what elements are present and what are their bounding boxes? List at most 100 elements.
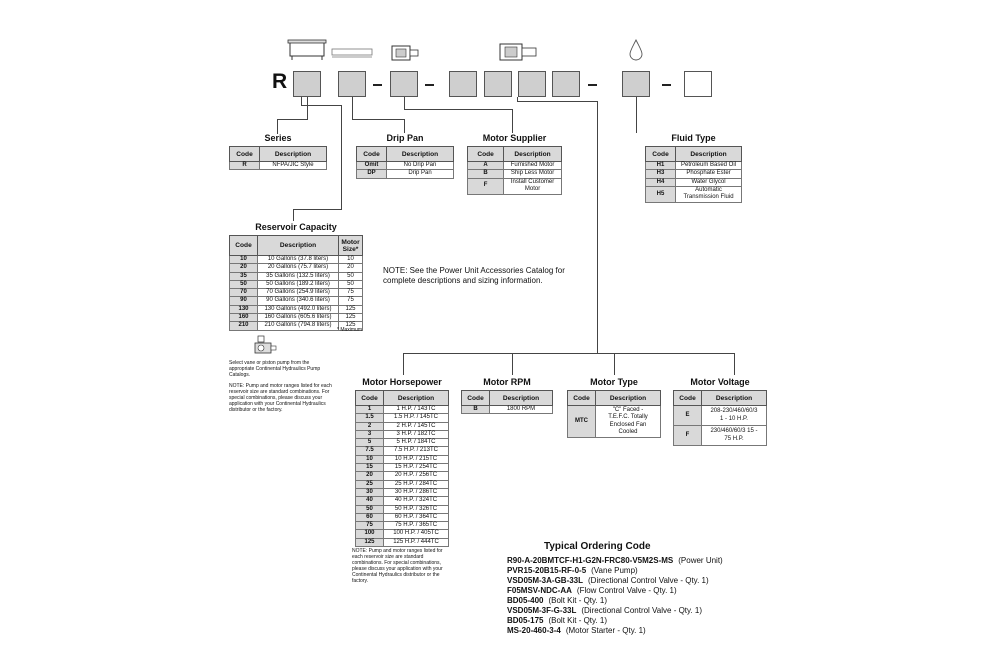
connector-line	[517, 97, 518, 101]
column-header: Code	[567, 390, 596, 406]
code-cell: Omit	[356, 160, 387, 171]
description-cell: 130 Gallons (492.0 liters)	[257, 304, 339, 315]
description-cell: Water Glycol	[675, 177, 742, 187]
code-box-motor-hp	[449, 71, 477, 97]
description-cell: Furnished Motor	[503, 160, 562, 171]
table-row: F 230/460/60/3 15 - 75 H.P.	[673, 425, 767, 446]
code-cell: 40	[355, 496, 384, 506]
code-cell: 1.5	[355, 413, 384, 423]
code-cell: 5	[355, 438, 384, 448]
ordering-code-line: R90-A-20BMTCF-H1-G2N-FRC80-V5M2S-MS(Powe…	[507, 556, 723, 566]
table-row: B Ship Less Motor	[466, 169, 562, 179]
code-cell: R	[229, 160, 260, 171]
motor-size-cell: 10	[338, 254, 363, 265]
motor-size-cell: 125	[338, 313, 363, 323]
description-cell: 2 H.P. / 145TC	[383, 421, 449, 431]
column-header: Code	[229, 146, 260, 162]
description-cell: 210 Gallons (794.8 liters)	[257, 321, 339, 331]
description-cell: NFPA/JIC Style	[259, 160, 327, 171]
table-row: R NFPA/JIC Style	[229, 160, 327, 171]
code-cell: 2	[355, 421, 384, 431]
connector-line	[597, 101, 598, 353]
code-cell: H3	[645, 169, 676, 179]
description-cell: 125 H.P. / 444TC	[383, 537, 449, 548]
column-header: Description	[503, 146, 562, 162]
description-cell: 1800 RPM	[489, 404, 553, 415]
separator-dash	[588, 84, 597, 86]
motor-size-cell: 50	[338, 271, 363, 281]
ordering-code: PVR15-20B15-RF-0-5	[507, 566, 587, 575]
description-cell: 25 H.P. / 284TC	[383, 479, 449, 489]
connector-line	[277, 119, 308, 120]
table-row: A Furnished Motor	[466, 160, 562, 171]
column-header: Code	[673, 390, 702, 406]
code-cell: 50	[355, 504, 384, 514]
connector-line	[403, 353, 404, 375]
motor-size-cell: 75	[338, 296, 363, 306]
column-header: Description	[595, 390, 661, 406]
description-cell: 230/460/60/3 15 - 75 H.P.	[701, 425, 767, 446]
code-cell: B	[466, 169, 505, 179]
description-cell: 160 Gallons (605.6 liters)	[257, 313, 339, 323]
description-cell: 75 H.P. / 365TC	[383, 521, 449, 531]
description-cell: 60 H.P. / 364TC	[383, 512, 449, 523]
code-cell: 50	[229, 279, 258, 290]
description-cell: 10 H.P. / 215TC	[383, 454, 449, 465]
connector-line	[512, 353, 513, 375]
column-header: Description	[383, 390, 449, 406]
ordering-code: VSD05M-3A-GB-33L	[507, 576, 584, 585]
connector-line	[404, 119, 405, 133]
accessories-note: NOTE: See the Power Unit Accessories Cat…	[383, 266, 565, 285]
column-header: Code	[229, 235, 258, 256]
ordering-code: VSD05M-3F-G-33L	[507, 606, 577, 615]
description-cell: 100 H.P. / 405TC	[383, 529, 449, 539]
table-row: H4 Water Glycol	[645, 177, 742, 187]
section-title-motor-type: Motor Type	[590, 377, 638, 387]
ordering-code-description: (Vane Pump)	[591, 566, 638, 575]
motor-size-cell: 20	[338, 263, 363, 273]
connector-line	[293, 209, 294, 221]
drip-pan-table: Code Description Omit No Drip Pan DP Dri…	[356, 146, 454, 179]
motor-size-cell: 125	[338, 321, 363, 331]
column-header: Code	[466, 146, 505, 162]
column-header: Description	[701, 390, 767, 406]
ordering-code-description: (Bolt Kit - Qty. 1)	[548, 596, 607, 605]
table-row: E 208-230/460/60/3 1 - 10 H.P.	[673, 405, 767, 426]
motor-hp-note: NOTE: Pump and motor ranges listed for e…	[352, 548, 443, 584]
table-row: MTC "C" Faced - T.E.F.C. Totally Enclose…	[567, 404, 661, 439]
description-cell: 50 H.P. / 326TC	[383, 504, 449, 514]
description-cell: 1.5 H.P. / 145TC	[383, 413, 449, 423]
section-title-series: Series	[264, 133, 292, 143]
description-cell: 20 Gallons (75.7 liters)	[257, 263, 339, 273]
code-cell: F	[673, 425, 702, 446]
motor-icon	[391, 45, 419, 61]
footnote: * Maximum	[337, 327, 363, 333]
code-cell: B	[461, 404, 490, 415]
section-title-reservoir: Reservoir Capacity	[255, 222, 337, 232]
table-row: DP Drip Pan	[356, 169, 454, 179]
ordering-code: R90-A-20BMTCF-H1-G2N-FRC80-V5M2S-MS	[507, 556, 674, 565]
connector-line	[517, 101, 597, 102]
connector-line	[277, 119, 278, 134]
ordering-code-line: MS-20-460-3-4(Motor Starter - Qty. 1)	[507, 626, 723, 636]
code-cell: 10	[355, 454, 384, 465]
description-cell: 20 H.P. / 256TC	[383, 471, 449, 481]
separator-dash	[425, 84, 434, 86]
table-row: Omit No Drip Pan	[356, 160, 454, 171]
fluid-drop-icon	[629, 38, 643, 61]
connector-line	[352, 119, 404, 120]
connector-line	[352, 97, 353, 119]
motor-icon	[499, 43, 537, 61]
code-cell: 160	[229, 313, 258, 323]
code-cell: DP	[356, 169, 387, 179]
